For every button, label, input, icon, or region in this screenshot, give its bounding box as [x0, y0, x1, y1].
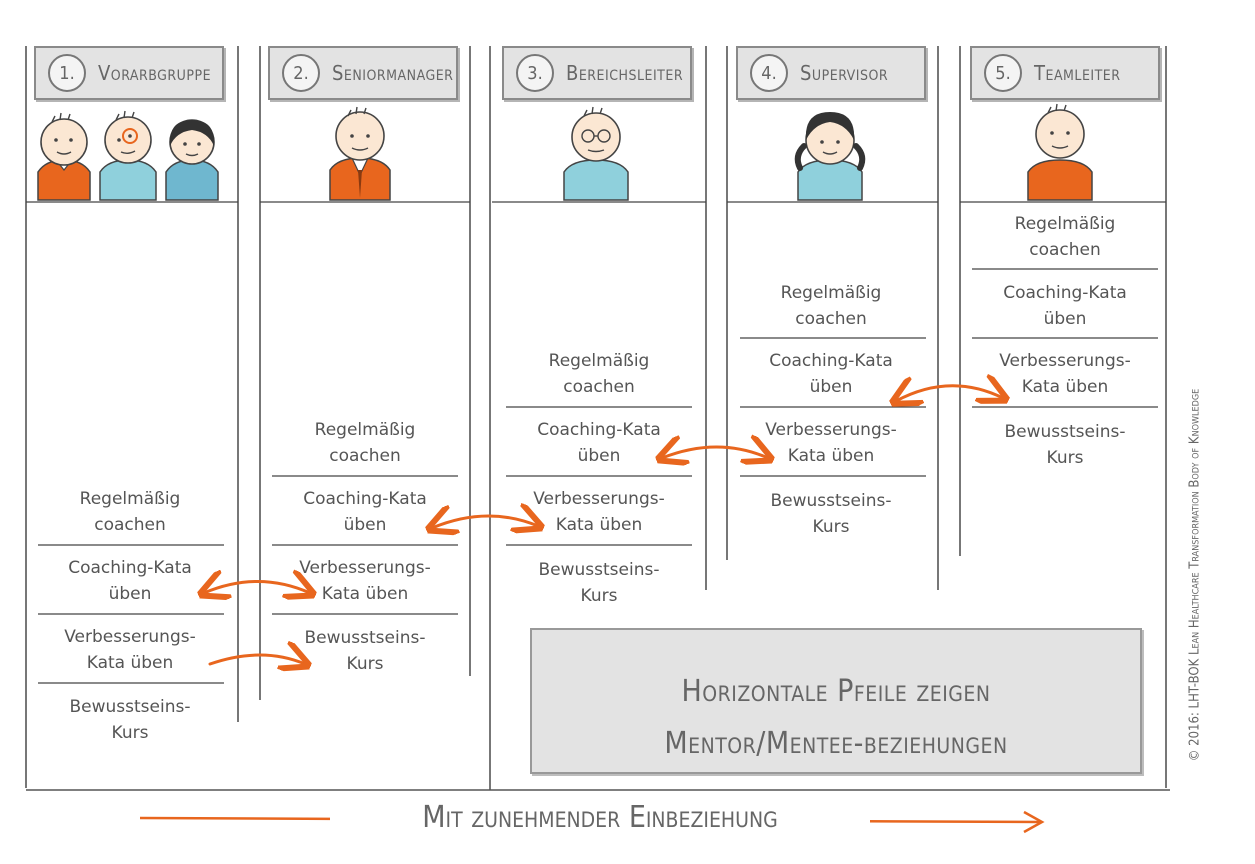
column-title-5: Teamleiter: [1034, 61, 1121, 85]
col4-coaching-kata: Coaching-Kata üben: [769, 351, 893, 397]
col2-coach: Regelmäßig coachen: [314, 420, 416, 466]
column-number-2: 2.: [282, 54, 320, 92]
column-header-5: 5. Teamleiter: [970, 46, 1160, 100]
col4-coach: Regelmäßig coachen: [780, 283, 882, 329]
column-title-2: Seniormanager: [332, 61, 454, 85]
row-separators: [38, 268, 1158, 684]
col1-awareness-course: Bewusstseins- Kurs: [69, 697, 191, 743]
mentor-arrow-2: [208, 655, 305, 664]
mentor-arrows: [204, 386, 1003, 664]
col3-coach: Regelmäßig coachen: [548, 351, 650, 397]
column-number-5: 5.: [984, 54, 1022, 92]
col1-coach: Regelmäßig coachen: [79, 489, 181, 535]
column-header-1: 1. Vorarbgruppe: [34, 46, 224, 100]
mentor-arrow-1: [204, 582, 310, 594]
col1-coaching-kata: Coaching-Kata üben: [68, 558, 192, 604]
column-title-1: Vorarbgruppe: [98, 61, 212, 85]
col2-improvement-kata: Verbesserungs- Kata üben: [299, 558, 431, 604]
person-senior-manager-icon: [329, 106, 391, 201]
mentor-arrow-3: [432, 516, 538, 528]
column-number-4: 4.: [750, 54, 788, 92]
col5-coach: Regelmäßig coachen: [1014, 214, 1116, 260]
mentor-arrow-5: [896, 386, 1003, 401]
column-header-3: 3. Bereichsleiter: [502, 46, 692, 100]
column-number-3: 3.: [516, 54, 554, 92]
footer-label: Mit zunehmender Einbeziehung: [330, 800, 870, 835]
person-glasses-blue-icon: [99, 110, 157, 201]
mentor-arrow-4: [662, 447, 768, 458]
col5-improvement-kata: Verbesserungs- Kata üben: [999, 351, 1131, 397]
person-supervisor-icon: [794, 112, 866, 201]
col2-coaching-kata: Coaching-Kata üben: [303, 489, 427, 535]
col2-awareness-course: Bewusstseins- Kurs: [304, 628, 426, 674]
col5-coaching-kata: Coaching-Kata üben: [1003, 283, 1127, 329]
col5-awareness-course: Bewusstseins- Kurs: [1004, 422, 1126, 468]
col4-improvement-kata: Verbesserungs- Kata üben: [765, 420, 897, 466]
characters: [37, 103, 1093, 201]
legend-line-1: Horizontale Pfeile zeigen: [681, 674, 991, 709]
col3-awareness-course: Bewusstseins- Kurs: [538, 560, 660, 606]
col1-improvement-kata: Verbesserungs- Kata üben: [64, 627, 196, 673]
person-dark-hair-icon: [165, 119, 219, 201]
column-title-3: Bereichsleiter: [566, 61, 684, 85]
column-number-1: 1.: [48, 54, 86, 92]
col4-awareness-course: Bewusstseins- Kurs: [770, 491, 892, 537]
column-header-2: 2. Seniormanager: [268, 46, 458, 100]
person-orange-icon: [37, 112, 91, 201]
col3-improvement-kata: Verbesserungs- Kata üben: [533, 489, 665, 535]
col3-coaching-kata: Coaching-Kata üben: [537, 420, 661, 466]
person-teamleiter-icon: [1027, 103, 1093, 201]
legend-line-2: Mentor/Mentee-beziehungen: [664, 726, 1008, 761]
copyright-notice: © 2016: LHT-BOK Lean Healthcare Transfor…: [1187, 388, 1203, 762]
column-header-4: 4. Supervisor: [736, 46, 926, 100]
person-bereichsleiter-icon: [563, 106, 629, 201]
column-dividers: [25, 46, 1167, 790]
legend-box: Horizontale Pfeile zeigen Mentor/Mentee-…: [530, 628, 1142, 774]
column-title-4: Supervisor: [800, 61, 889, 85]
